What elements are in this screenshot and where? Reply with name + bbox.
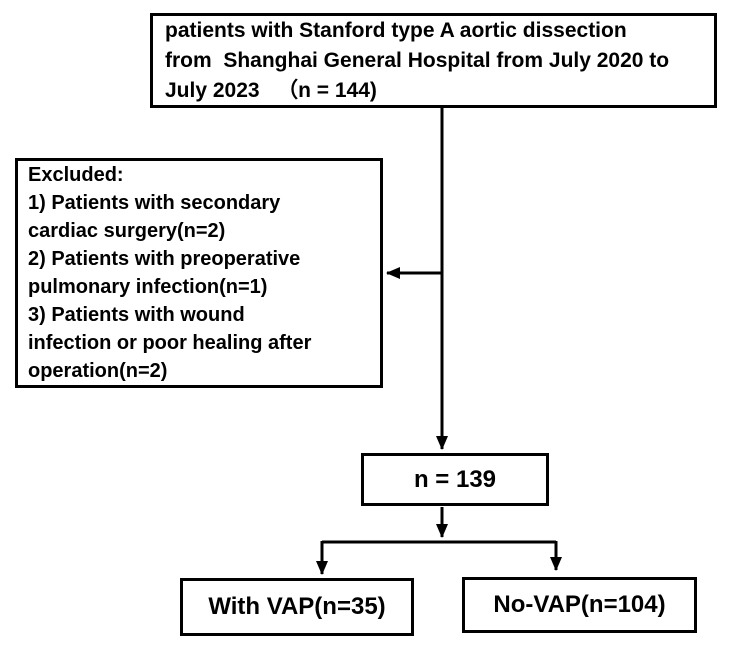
no-vap-text: No-VAP(n=104) — [493, 591, 666, 618]
enrolled-count-text: n = 139 — [413, 465, 497, 493]
enrollment-box: patients with Stanford type A aortic dis… — [150, 13, 717, 108]
enrollment-text: patients with Stanford type A aortic dis… — [165, 18, 670, 102]
excluded-box: Excluded: 1) Patients with secondary car… — [15, 158, 383, 388]
with-vap-text: With VAP(n=35) — [208, 593, 386, 620]
no-vap-box: No-VAP(n=104) — [462, 577, 697, 633]
with-vap-box: With VAP(n=35) — [180, 578, 414, 636]
enrolled-count-box: n = 139 — [361, 453, 549, 506]
excluded-text: Excluded: 1) Patients with secondary car… — [28, 164, 312, 382]
